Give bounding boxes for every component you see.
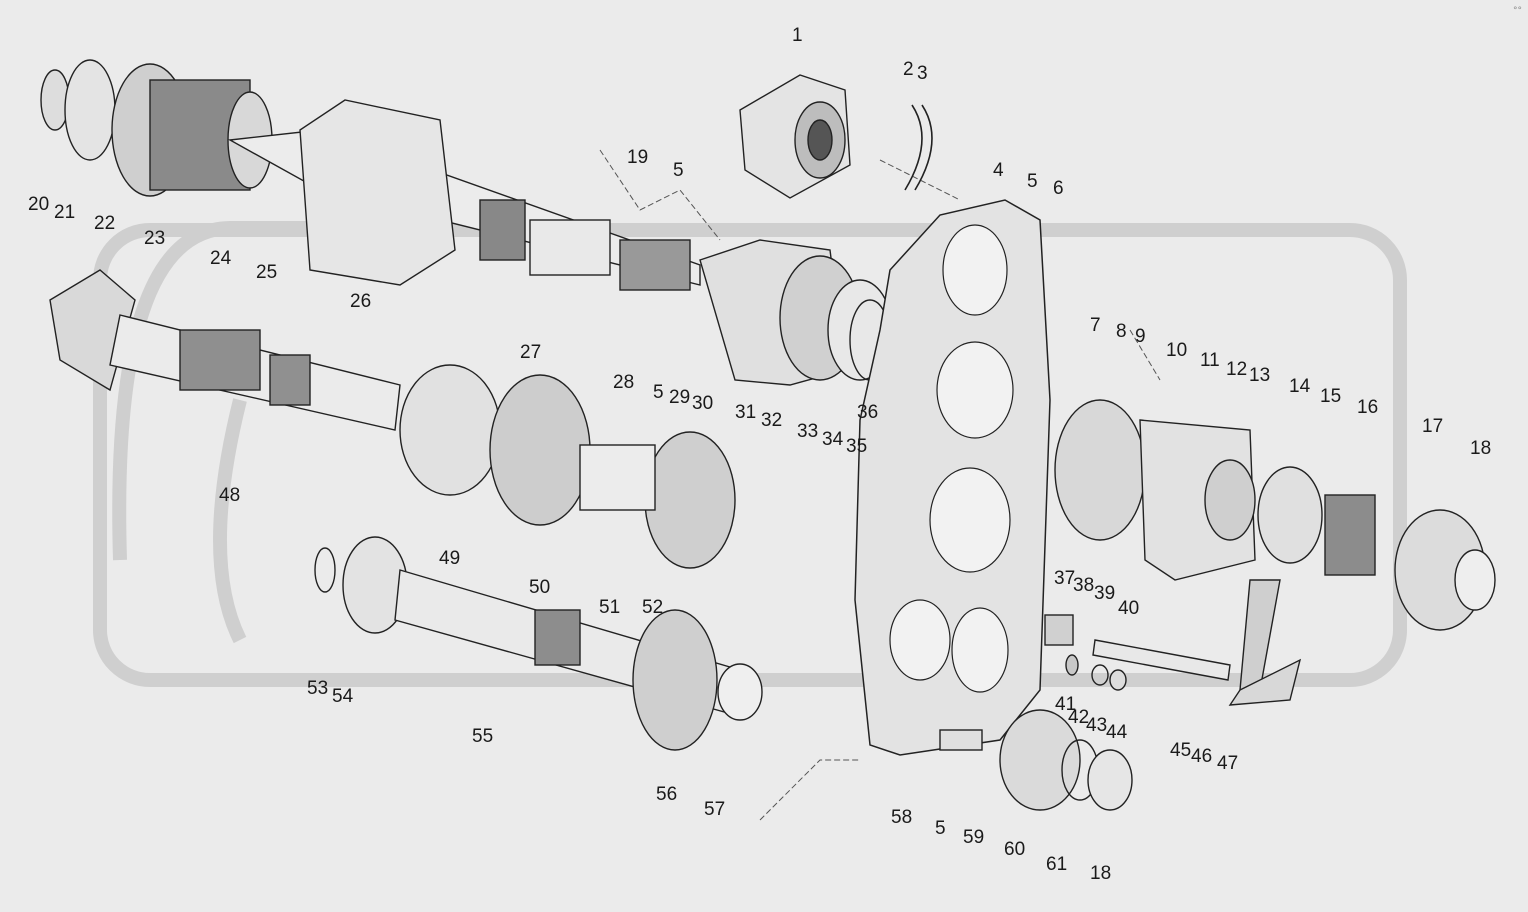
callout-21: 21	[54, 202, 76, 223]
callout-30: 30	[692, 393, 714, 414]
corner-mark: °°	[1513, 6, 1522, 16]
callout-5: 5	[1027, 171, 1038, 192]
callout-61: 61	[1046, 854, 1068, 875]
callout-5: 5	[653, 382, 664, 403]
callout-25: 25	[256, 262, 278, 283]
callout-46: 46	[1191, 746, 1213, 767]
callout-13: 13	[1249, 365, 1271, 386]
callout-51: 51	[599, 597, 621, 618]
callout-60: 60	[1004, 839, 1026, 860]
callout-40: 40	[1118, 598, 1140, 619]
callout-57: 57	[704, 799, 726, 820]
callout-38: 38	[1073, 575, 1095, 596]
callout-41: 41	[1055, 694, 1077, 715]
callout-58: 58	[891, 807, 913, 828]
callout-36: 36	[857, 402, 879, 423]
callout-39: 39	[1094, 583, 1116, 604]
callout-47: 47	[1217, 753, 1239, 774]
callout-20: 20	[28, 194, 50, 215]
callout-29: 29	[669, 387, 691, 408]
callout-53: 53	[307, 678, 329, 699]
callout-16: 16	[1357, 397, 1379, 418]
lower-bearing-set	[939, 709, 1133, 811]
callout-8: 8	[1116, 321, 1127, 342]
part-1-housing	[739, 74, 851, 199]
callout-50: 50	[529, 577, 551, 598]
callout-37: 37	[1054, 568, 1076, 589]
callout-49: 49	[439, 548, 461, 569]
callout-14: 14	[1289, 376, 1311, 397]
callout-24: 24	[210, 248, 232, 269]
callout-27: 27	[520, 342, 542, 363]
callout-23: 23	[144, 228, 166, 249]
callout-17: 17	[1422, 416, 1444, 437]
callout-35: 35	[846, 436, 868, 457]
plate-openings	[889, 224, 1014, 693]
callout-43: 43	[1086, 715, 1108, 736]
callout-6: 6	[1053, 178, 1064, 199]
callout-7: 7	[1090, 315, 1101, 336]
callout-10: 10	[1166, 340, 1188, 361]
callout-55: 55	[472, 726, 494, 747]
callout-19: 19	[627, 147, 649, 168]
callout-15: 15	[1320, 386, 1342, 407]
callout-22: 22	[94, 213, 116, 234]
callout-31: 31	[735, 402, 757, 423]
callout-26: 26	[350, 291, 372, 312]
callout-42: 42	[1068, 707, 1090, 728]
callout-45: 45	[1170, 740, 1192, 761]
parts-2-3-clips	[904, 104, 933, 191]
callout-59: 59	[963, 827, 985, 848]
leader-lines	[599, 149, 1161, 821]
callout-3: 3	[917, 63, 928, 84]
callout-44: 44	[1106, 722, 1128, 743]
callout-4: 4	[993, 160, 1004, 181]
input-shaft-assembly	[40, 59, 701, 291]
callout-54: 54	[332, 686, 354, 707]
countershaft-part-48	[49, 269, 736, 569]
callout-12: 12	[1226, 359, 1248, 380]
callout-56: 56	[656, 784, 678, 805]
callout-33: 33	[797, 421, 819, 442]
callout-48: 48	[219, 485, 241, 506]
callout-34: 34	[822, 429, 844, 450]
output-shaft-part-55	[314, 536, 763, 751]
callout-5: 5	[673, 160, 684, 181]
right-side-assembly	[1054, 399, 1496, 706]
callout-1: 1	[792, 25, 803, 46]
callout-28: 28	[613, 372, 635, 393]
shift-rod-part-40	[1044, 614, 1231, 691]
callout-18: 18	[1090, 863, 1112, 884]
callout-18: 18	[1470, 438, 1492, 459]
callout-2: 2	[903, 59, 914, 80]
callout-11: 11	[1200, 350, 1220, 371]
callout-5: 5	[935, 818, 946, 839]
center-housing-assembly	[699, 239, 893, 386]
callout-9: 9	[1135, 326, 1146, 347]
callout-52: 52	[642, 597, 664, 618]
callout-32: 32	[761, 410, 783, 431]
